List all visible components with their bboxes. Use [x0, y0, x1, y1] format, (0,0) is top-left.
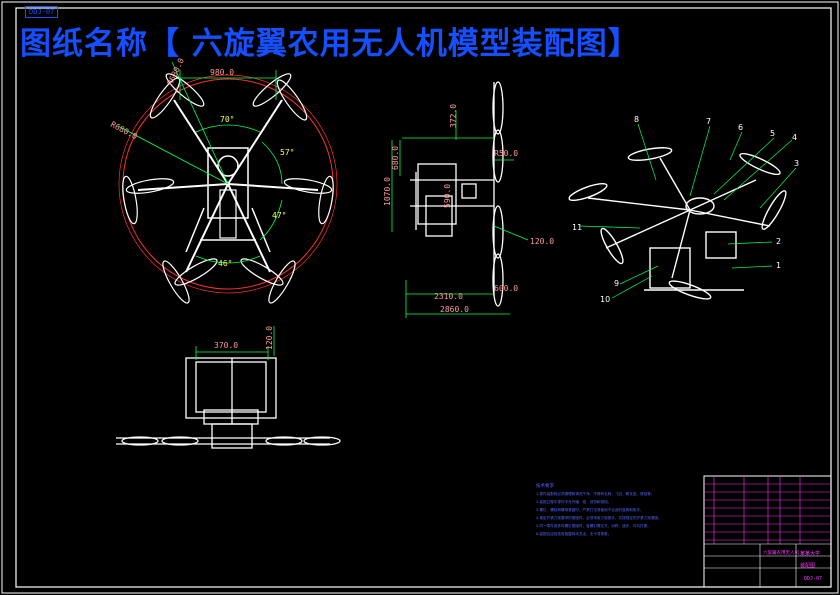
- angle-top-label: 70°: [220, 115, 234, 124]
- note-line: 4.规定拧紧力矩要求的紧固件，必须采用力矩扳手，并按规定的拧紧力矩紧固。: [536, 515, 662, 520]
- top-view: 980.0 R680.0 R680.0 70° 57° 47° 46°: [109, 57, 338, 304]
- side-view: 372.0 680.0 1070.0 R50.0 590.0 120.0 600…: [383, 81, 554, 318]
- side-dim-diag: 120.0: [530, 237, 554, 246]
- drawing-title: 图纸名称【 六旋翼农用无人机模型装配图】: [20, 26, 640, 62]
- note-line: 3.螺钉、螺栓和螺母紧固时，严禁打击或使用不合适的旋具和扳手。: [536, 507, 644, 512]
- inner-frame: [15, 7, 832, 588]
- note-line: 6.装配后应检查各旋翼转动灵活，无卡滞现象。: [536, 531, 611, 536]
- balloon-11: 11: [572, 223, 582, 232]
- side-dim-small: 600.0: [494, 284, 518, 293]
- top-width-dim: 980.0: [210, 68, 234, 77]
- balloon-9: 9: [614, 279, 619, 288]
- side-dim-inner: 590.0: [443, 184, 452, 208]
- side-dim-bottom-1: 2310.0: [434, 292, 463, 301]
- side-dim-left-1: 680.0: [391, 146, 400, 170]
- iso-view: 1 2 3 4 5 6 7 8 9 10 11: [568, 115, 799, 304]
- balloon-1: 1: [776, 261, 781, 270]
- title-block-code: DDJ-07: [804, 576, 822, 582]
- balloon-4: 4: [792, 133, 797, 142]
- title-block: 六旋翼农用无人机 装配图 某某大学 DDJ-07: [703, 475, 832, 588]
- balloon-7: 7: [706, 117, 711, 126]
- title-block-school: 某某大学: [800, 550, 820, 557]
- angle-right-label: 57°: [280, 148, 294, 157]
- side-dim-left-2: 1070.0: [383, 177, 392, 206]
- front-dim-height: 120.0: [265, 326, 274, 350]
- side-dim-top: 372.0: [449, 104, 458, 128]
- side-dim-bottom-2: 2860.0: [440, 305, 469, 314]
- note-line: 5.同一零件用多件螺钉紧固时，各螺钉需交叉、对称、逐步、均匀拧紧。: [536, 523, 651, 528]
- note-line: 1.零件装配前必须清理和清洗干净，不得有毛刺、飞边、氧化皮、锈蚀等。: [536, 491, 654, 496]
- angle-lower-right-label: 47°: [272, 211, 286, 220]
- title-block-drawing-type: 装配图: [800, 562, 815, 569]
- front-view: 370.0 120.0: [116, 326, 341, 449]
- balloon-10: 10: [600, 295, 610, 304]
- angle-bottom-label: 46°: [218, 259, 232, 268]
- balloon-2: 2: [776, 237, 781, 246]
- notes-heading: 技术要求: [536, 482, 554, 489]
- note-line: 2.装配过程中零件不允许磕、碰、划伤和锈蚀。: [536, 499, 611, 504]
- rotor-circle-outer: [118, 74, 338, 294]
- balloon-6: 6: [738, 123, 743, 132]
- front-dim-width: 370.0: [214, 341, 238, 350]
- balloon-5: 5: [770, 129, 775, 138]
- balloon-8: 8: [634, 115, 639, 124]
- top-radius-dim-left: R680.0: [109, 120, 139, 142]
- title-block-part-name: 六旋翼农用无人机: [763, 549, 799, 556]
- side-dim-right: R50.0: [494, 149, 518, 158]
- technical-notes: 技术要求 1.零件装配前必须清理和清洗干净，不得有毛刺、飞边、氧化皮、锈蚀等。 …: [536, 482, 662, 536]
- drawing-code-label: DDJ-07: [25, 6, 59, 18]
- balloon-3: 3: [794, 159, 799, 168]
